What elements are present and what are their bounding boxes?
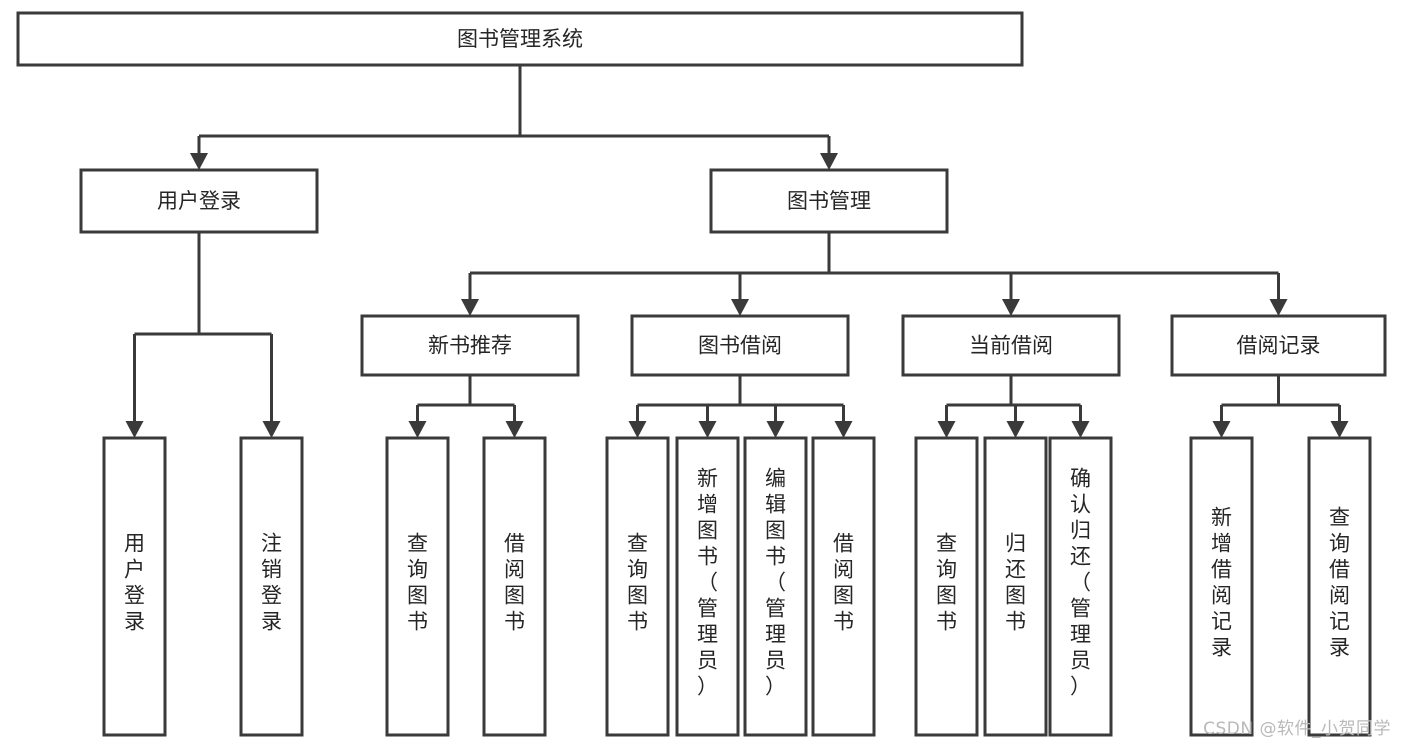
- node-label-leaf-query-borrow-record: 查询借阅记录: [1329, 506, 1350, 660]
- node-label-leaf-query-book-recommend: 查询图书: [407, 532, 428, 634]
- node-label-leaf-add-book-admin: 新增图书（管理员）: [697, 467, 718, 699]
- book-management-arrow-icon-2: [1002, 299, 1020, 316]
- node-box-book-borrow: [630, 314, 850, 377]
- current-borrow-arrow-icon-0: [937, 421, 956, 438]
- node-label-leaf-query-book-current: 查询图书: [936, 532, 957, 634]
- node-box-new-book-recommend: [360, 314, 580, 377]
- node-box-leaf-user-login: [102, 436, 167, 737]
- node-leaf-edit-book-admin[interactable]: 编辑图书（管理员）: [743, 436, 808, 737]
- node-label-root: 图书管理系统: [457, 27, 583, 51]
- node-label-leaf-confirm-return-admin: 确认归还（管理员）: [1070, 467, 1091, 699]
- book-management-arrow-icon-1: [731, 299, 749, 316]
- node-label-leaf-borrow-book: 借阅图书: [833, 532, 854, 634]
- node-box-leaf-confirm-return-admin: [1048, 436, 1113, 737]
- node-leaf-query-borrow-record[interactable]: 查询借阅记录: [1307, 436, 1372, 737]
- node-box-leaf-return-book: [983, 436, 1048, 737]
- book-borrow-arrow-icon-0: [628, 421, 647, 438]
- new-book-recommend-arrow-icon-1: [505, 421, 524, 438]
- node-label-book-management: 图书管理: [787, 189, 871, 213]
- node-box-leaf-borrow-book-recommend: [482, 436, 547, 737]
- node-leaf-borrow-book-recommend[interactable]: 借阅图书: [482, 436, 547, 737]
- new-book-recommend-arrow-icon-0: [408, 421, 427, 438]
- borrow-record-arrow-icon-1: [1330, 421, 1349, 438]
- node-current-borrow[interactable]: 当前借阅: [901, 314, 1121, 377]
- node-label-leaf-return-book: 归还图书: [1005, 532, 1026, 634]
- node-new-book-recommend[interactable]: 新书推荐: [360, 314, 580, 377]
- node-box-user-login: [79, 168, 319, 234]
- node-box-leaf-add-borrow-record: [1189, 436, 1254, 737]
- current-borrow-arrow-icon-1: [1006, 421, 1025, 438]
- node-label-leaf-logout: 注销登录: [261, 532, 282, 634]
- connector-lines: [125, 65, 1349, 438]
- node-label-leaf-add-borrow-record: 新增借阅记录: [1211, 506, 1232, 660]
- book-borrow-arrow-icon-3: [834, 421, 853, 438]
- book-management-arrow-icon-3: [1269, 299, 1288, 316]
- current-borrow-arrow-icon-2: [1071, 421, 1090, 438]
- csdn-watermark: CSDN @软件_小贺同学: [1203, 719, 1391, 739]
- node-box-leaf-query-book-recommend: [385, 436, 450, 737]
- node-box-current-borrow: [901, 314, 1121, 377]
- node-box-book-management: [709, 168, 949, 234]
- book-management-arrow-icon-0: [461, 299, 479, 316]
- node-leaf-borrow-book[interactable]: 借阅图书: [811, 436, 876, 737]
- node-leaf-add-book-admin[interactable]: 新增图书（管理员）: [675, 436, 740, 737]
- node-boxes: 图书管理系统用户登录图书管理新书推荐图书借阅当前借阅借阅记录用户登录注销登录查询…: [16, 11, 1387, 737]
- node-box-leaf-edit-book-admin: [743, 436, 808, 737]
- node-label-leaf-user-login: 用户登录: [124, 532, 145, 634]
- node-book-borrow[interactable]: 图书借阅: [630, 314, 850, 377]
- node-box-leaf-add-book-admin: [675, 436, 740, 737]
- node-leaf-query-book-borrow[interactable]: 查询图书: [605, 436, 670, 737]
- node-leaf-logout[interactable]: 注销登录: [239, 436, 304, 737]
- node-label-user-login: 用户登录: [157, 189, 241, 213]
- node-label-borrow-record: 借阅记录: [1237, 334, 1321, 358]
- root-arrow-icon-0: [190, 153, 208, 170]
- borrow-record-arrow-icon-0: [1212, 421, 1231, 438]
- node-label-current-borrow: 当前借阅: [969, 334, 1053, 358]
- node-root[interactable]: 图书管理系统: [16, 11, 1024, 67]
- node-label-new-book-recommend: 新书推荐: [428, 334, 512, 358]
- node-leaf-user-login[interactable]: 用户登录: [102, 436, 167, 737]
- root-arrow-icon-1: [820, 153, 838, 170]
- node-box-leaf-query-book-current: [914, 436, 979, 737]
- node-box-root: [16, 11, 1024, 67]
- node-leaf-add-borrow-record[interactable]: 新增借阅记录: [1189, 436, 1254, 737]
- user-login-arrow-icon-1: [262, 421, 281, 438]
- node-book-management[interactable]: 图书管理: [709, 168, 949, 234]
- node-label-book-borrow: 图书借阅: [698, 334, 782, 358]
- node-box-leaf-query-book-borrow: [605, 436, 670, 737]
- node-box-leaf-logout: [239, 436, 304, 737]
- book-borrow-arrow-icon-1: [698, 421, 717, 438]
- node-leaf-query-book-recommend[interactable]: 查询图书: [385, 436, 450, 737]
- node-box-leaf-query-borrow-record: [1307, 436, 1372, 737]
- user-login-arrow-icon-0: [125, 421, 144, 438]
- node-leaf-query-book-current[interactable]: 查询图书: [914, 436, 979, 737]
- node-leaf-return-book[interactable]: 归还图书: [983, 436, 1048, 737]
- node-leaf-confirm-return-admin[interactable]: 确认归还（管理员）: [1048, 436, 1113, 737]
- node-borrow-record[interactable]: 借阅记录: [1170, 314, 1387, 377]
- node-box-leaf-borrow-book: [811, 436, 876, 737]
- node-label-leaf-query-book-borrow: 查询图书: [627, 532, 648, 634]
- node-label-leaf-borrow-book-recommend: 借阅图书: [504, 532, 525, 634]
- node-user-login[interactable]: 用户登录: [79, 168, 319, 234]
- node-box-borrow-record: [1170, 314, 1387, 377]
- node-label-leaf-edit-book-admin: 编辑图书（管理员）: [765, 467, 786, 699]
- book-borrow-arrow-icon-2: [766, 421, 785, 438]
